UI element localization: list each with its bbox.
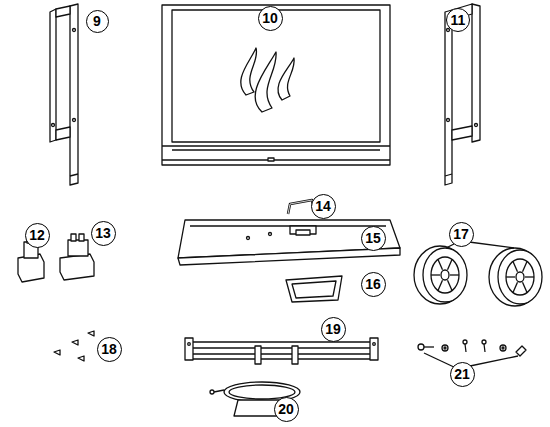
callout-number: 20 bbox=[278, 402, 294, 416]
left-side-frame bbox=[50, 4, 78, 185]
leader-line bbox=[446, 244, 454, 248]
callout-number: 21 bbox=[454, 367, 470, 381]
callout-number: 16 bbox=[365, 277, 381, 291]
callout-number: 14 bbox=[315, 199, 331, 213]
wheel-spoke bbox=[513, 261, 518, 271]
wheel-spoke bbox=[513, 282, 518, 292]
wheel-spoke bbox=[523, 282, 528, 292]
crossbar bbox=[185, 338, 378, 364]
callout-circle: 19 bbox=[321, 317, 346, 342]
callout-circle: 17 bbox=[449, 222, 474, 247]
leader-line bbox=[470, 356, 518, 366]
callout-circle: 14 bbox=[311, 194, 336, 219]
callout-circle: 12 bbox=[25, 223, 50, 248]
grease-tray bbox=[286, 276, 342, 302]
leader-line bbox=[469, 242, 514, 248]
bottom-shelf bbox=[178, 220, 400, 265]
leg-foot bbox=[60, 234, 94, 280]
wheel-spoke bbox=[525, 276, 534, 277]
callout-number: 10 bbox=[262, 11, 278, 25]
wheel-spoke bbox=[448, 259, 453, 269]
callout-circle: 11 bbox=[446, 8, 470, 32]
leader-line bbox=[424, 353, 456, 368]
wheel-spoke bbox=[431, 274, 440, 275]
callout-circle: 13 bbox=[91, 221, 116, 246]
callout-circle: 16 bbox=[361, 272, 386, 297]
callout-number: 19 bbox=[325, 322, 341, 336]
wheel-spoke bbox=[450, 274, 459, 275]
callout-circle: 18 bbox=[97, 337, 122, 362]
callout-number: 18 bbox=[101, 342, 117, 356]
wheel-spoke bbox=[438, 259, 443, 269]
wheel-spoke bbox=[438, 280, 443, 290]
callout-circle: 15 bbox=[361, 226, 386, 251]
hardware-set bbox=[418, 340, 526, 356]
callout-number: 12 bbox=[29, 228, 45, 242]
right-side-frame bbox=[445, 4, 480, 185]
callout-number: 15 bbox=[365, 231, 381, 245]
wheel-spoke bbox=[523, 261, 528, 271]
wheel-spoke bbox=[448, 280, 453, 290]
callout-number: 9 bbox=[93, 14, 101, 28]
callout-circle: 21 bbox=[450, 362, 475, 387]
callout-circle: 9 bbox=[86, 10, 109, 33]
callout-circle: 20 bbox=[274, 397, 299, 422]
wheels bbox=[414, 246, 542, 306]
screws bbox=[54, 331, 94, 361]
callout-circle: 10 bbox=[258, 6, 283, 31]
callout-number: 11 bbox=[451, 13, 466, 27]
wheel-spoke bbox=[506, 276, 515, 277]
front-panel bbox=[162, 5, 390, 165]
callout-number: 17 bbox=[453, 227, 469, 241]
callout-number: 13 bbox=[95, 226, 111, 240]
